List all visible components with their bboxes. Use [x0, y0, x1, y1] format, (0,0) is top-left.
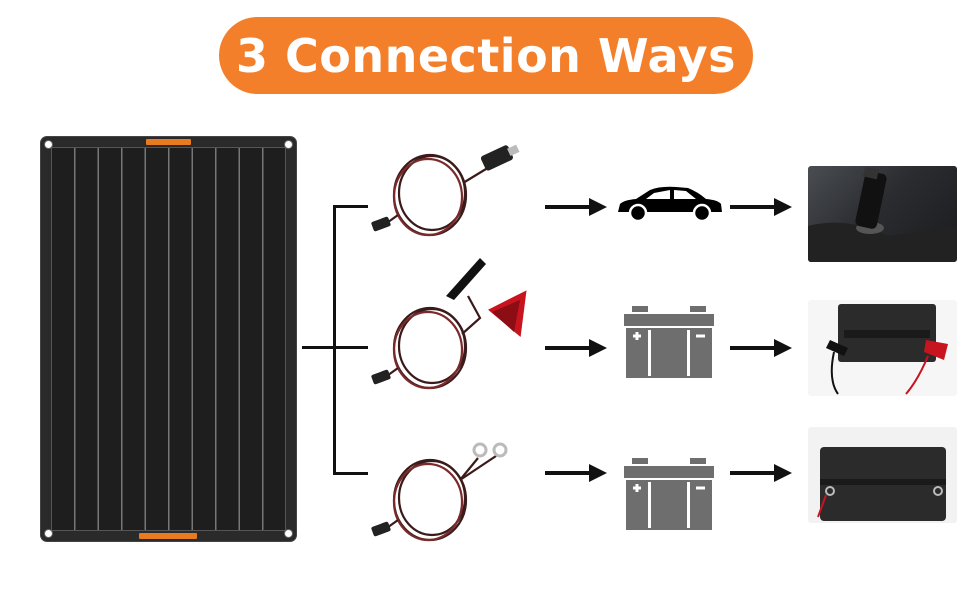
arrow-right-icon	[730, 464, 792, 482]
spec-label	[139, 533, 197, 539]
mount-hole	[44, 529, 53, 538]
branch-line-bottom	[333, 472, 368, 475]
battery-clips-photo	[808, 300, 957, 396]
alligator-clip-cable-icon	[371, 258, 527, 390]
mount-hole	[44, 140, 53, 149]
solar-panel-image	[41, 137, 296, 541]
arrow-right-icon	[545, 339, 607, 357]
cigarette-plug-cable-icon	[371, 144, 520, 237]
brand-label	[146, 139, 191, 145]
mount-hole	[284, 140, 293, 149]
battery-icon	[624, 306, 714, 378]
branch-line-top	[333, 205, 368, 208]
arrow-right-icon	[545, 198, 607, 216]
branch-vertical-line	[333, 205, 336, 475]
arrow-right-icon	[730, 339, 792, 357]
car-socket-photo	[808, 166, 957, 262]
title-banner: 3 Connection Ways	[219, 17, 753, 94]
solar-cells	[51, 147, 286, 531]
car-icon	[618, 186, 722, 223]
battery-terminals-photo	[808, 427, 957, 523]
o-ring-cable-icon	[371, 442, 508, 542]
page-title: 3 Connection Ways	[235, 28, 737, 83]
mount-hole	[284, 529, 293, 538]
battery-icon	[624, 458, 714, 530]
arrow-right-icon	[730, 198, 792, 216]
arrow-right-icon	[545, 464, 607, 482]
